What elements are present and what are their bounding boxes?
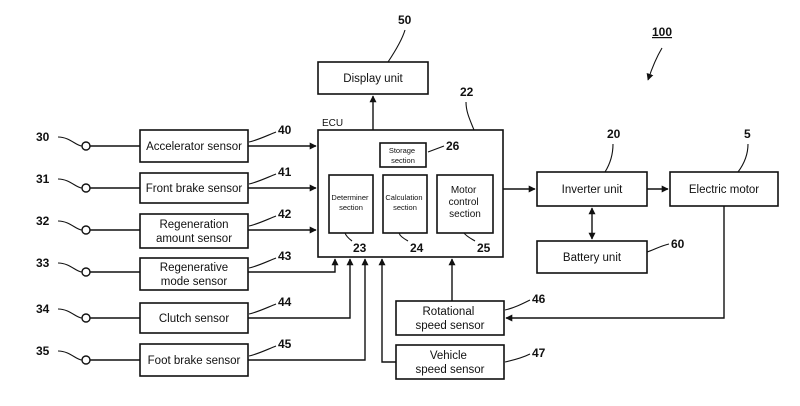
sensor-2-label: Front brake sensor <box>146 183 243 195</box>
storage-section-leader <box>427 145 445 153</box>
ecu-ref: 22 <box>460 85 474 99</box>
vehicle-speed-sensor-ref: 47 <box>532 346 546 360</box>
sensor-1-terminal-ref: 30 <box>36 130 50 144</box>
vehicle-speed-to-ecu-arrow <box>378 258 396 363</box>
electric-motor-label: Electric motor <box>689 184 759 196</box>
storage-section-ref: 26 <box>446 139 460 153</box>
inverter-unit-label: Inverter unit <box>562 184 624 196</box>
battery-unit-leader <box>646 243 670 253</box>
determiner-section-ref: 23 <box>353 241 367 255</box>
sensor-6-ref: 45 <box>278 337 292 351</box>
figure-ref-arrow <box>646 47 663 81</box>
sensor-5-to-ecu-arrow <box>248 258 354 319</box>
electric-motor-box <box>669 171 779 207</box>
sensor-4-terminal-circle <box>81 267 91 277</box>
sensor-5-ref: 44 <box>278 295 292 309</box>
sensor-6-terminal-circle <box>81 355 91 365</box>
sensor-2-terminal-circle <box>81 183 91 193</box>
sensor-3-terminal-ref: 32 <box>36 214 50 228</box>
electric-motor-leader <box>737 143 749 173</box>
sensor-3-box <box>139 213 249 249</box>
sensor-6-box <box>139 343 249 377</box>
calculation-section-label: Calculation section <box>385 193 424 212</box>
sensor-3-ref: 42 <box>278 207 292 221</box>
display-unit-leader <box>387 29 406 63</box>
motor-control-section-box <box>436 174 494 234</box>
determiner-section-leader <box>344 232 353 242</box>
sensor-2-ref: 41 <box>278 165 292 179</box>
sensor-4-to-ecu-arrow <box>248 258 339 273</box>
sensor-1-ref-leader <box>248 131 277 143</box>
sensor-4-ref-leader <box>248 257 277 269</box>
motor-to-rotational-arrow <box>505 206 725 322</box>
rotational-speed-sensor-leader <box>504 299 531 311</box>
sensor-2-ref-leader <box>248 173 277 185</box>
vehicle-speed-sensor-leader <box>504 353 531 363</box>
display-unit-box <box>317 61 429 95</box>
rotational-speed-sensor-label: Rotational speed sensor <box>415 306 484 332</box>
calculation-section-leader <box>398 232 409 242</box>
battery-unit-label: Battery unit <box>563 252 622 264</box>
sensor-6-to-ecu-arrow <box>248 258 369 361</box>
sensor-6-label: Foot brake sensor <box>148 355 241 367</box>
electric-motor-ref: 5 <box>744 127 751 141</box>
determiner-section-label: Determiner section <box>331 193 370 212</box>
determiner-section-box <box>328 174 374 234</box>
sensor-6-terminal-ref: 35 <box>36 344 50 358</box>
sensor-5-terminal-leader <box>57 308 83 319</box>
sensor-1-ref: 40 <box>278 123 292 137</box>
sensor-4-ref: 43 <box>278 249 292 263</box>
display-unit-label: Display unit <box>343 73 403 85</box>
display-unit-ref: 50 <box>398 13 412 27</box>
inverter-unit-leader <box>604 143 614 173</box>
sensor-1-terminal-circle <box>81 141 91 151</box>
sensor-4-box <box>139 257 249 291</box>
sensor-6-terminal-leader <box>57 350 83 361</box>
sensor-4-terminal-ref: 33 <box>36 256 50 270</box>
figure-ref-number: 100 <box>652 25 672 39</box>
sensor-3-ref-leader <box>248 215 277 227</box>
motor-control-section-ref: 25 <box>477 241 491 255</box>
battery-unit-ref: 60 <box>671 237 685 251</box>
ecu-label: ECU <box>322 118 343 129</box>
rotational-speed-sensor-box <box>395 300 505 336</box>
storage-section-label: Storage section <box>389 146 417 165</box>
sensor-3-terminal-leader <box>57 220 83 231</box>
storage-section-box <box>379 142 427 168</box>
sensor-5-ref-leader <box>248 303 277 315</box>
sensor-1-terminal-leader <box>57 136 83 147</box>
sensor-2-box <box>139 172 249 204</box>
sensor-5-terminal-ref: 34 <box>36 302 50 316</box>
calculation-section-ref: 24 <box>410 241 424 255</box>
motor-control-section-label: Motor control section <box>449 185 482 220</box>
ecu-leader <box>465 101 475 131</box>
sensor-2-terminal-ref: 31 <box>36 172 50 186</box>
sensor-5-box <box>139 302 249 334</box>
inverter-unit-ref: 20 <box>607 127 621 141</box>
calculation-section-box <box>382 174 428 234</box>
sensor-4-terminal-leader <box>57 262 83 273</box>
sensor-5-label: Clutch sensor <box>159 313 229 325</box>
motor-control-section-leader <box>463 232 476 242</box>
vehicle-speed-sensor-label: Vehicle speed sensor <box>415 350 484 376</box>
sensor-5-terminal-circle <box>81 313 91 323</box>
inverter-unit-box <box>536 171 648 207</box>
sensor-6-ref-leader <box>248 345 277 357</box>
battery-unit-box <box>536 240 648 274</box>
rotational-speed-sensor-ref: 46 <box>532 292 546 306</box>
sensor-2-terminal-leader <box>57 178 83 189</box>
sensor-3-terminal-circle <box>81 225 91 235</box>
sensor-1-label: Accelerator sensor <box>146 141 242 153</box>
